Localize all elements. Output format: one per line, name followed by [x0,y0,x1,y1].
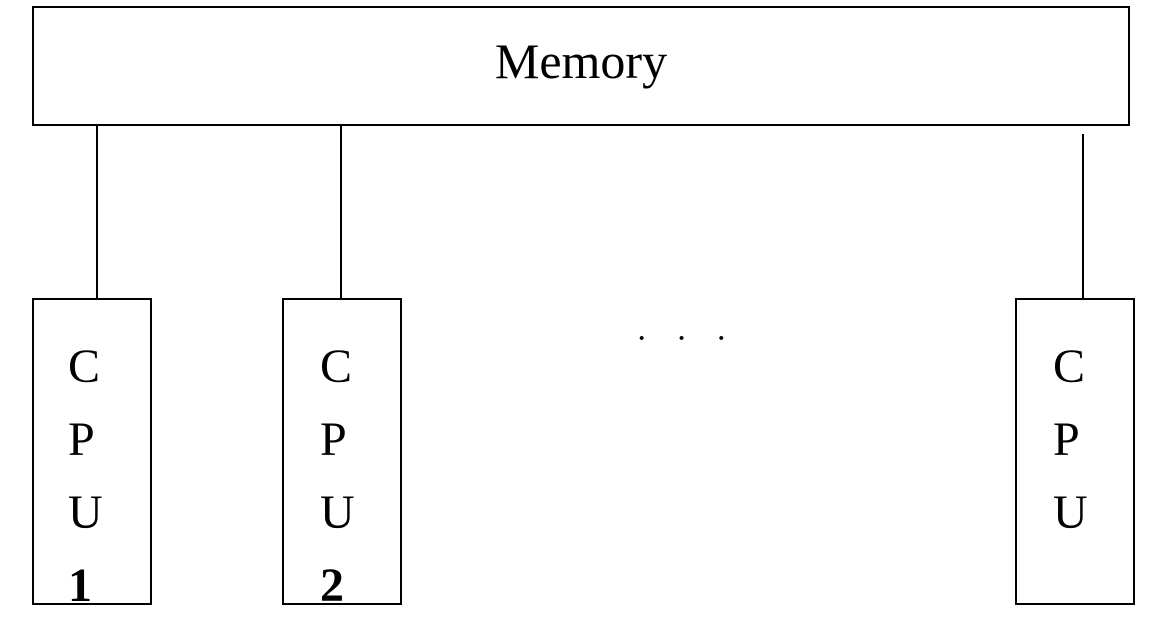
cpu-1-letter-p: P [68,413,95,466]
cpu-1-letter-u: U [68,486,103,539]
cpu-2-number: 2 [320,559,344,612]
cpu-n-label: C P U [1053,330,1088,622]
cpu-2-letter-p: P [320,413,347,466]
memory-label: Memory [494,33,668,89]
cpu-1-number: 1 [68,559,92,612]
memory-box: Memory [32,6,1130,126]
cpu-n-letter-u: U [1053,486,1088,539]
cpu-1-letter-c: C [68,340,101,393]
cpu-box-n: C P U [1015,298,1135,605]
cpu-box-2: C P U 2 [282,298,402,612]
cpu-2-letter-c: C [320,340,353,393]
cpu-n-letter-c: C [1053,340,1086,393]
wire-cpu-2 [340,126,342,300]
wire-cpu-n [1082,134,1084,300]
cpu-2-letter-u: U [320,486,355,539]
cpu-box-1: C P U 1 [32,298,152,612]
wire-cpu-1 [96,126,98,300]
ellipsis-more-cpus: · · · [636,320,737,357]
cpu-2-label: C P U 2 [320,330,355,622]
cpu-n-number [1053,549,1088,622]
cpu-1-label: C P U 1 [68,330,103,622]
cpu-n-letter-p: P [1053,413,1080,466]
